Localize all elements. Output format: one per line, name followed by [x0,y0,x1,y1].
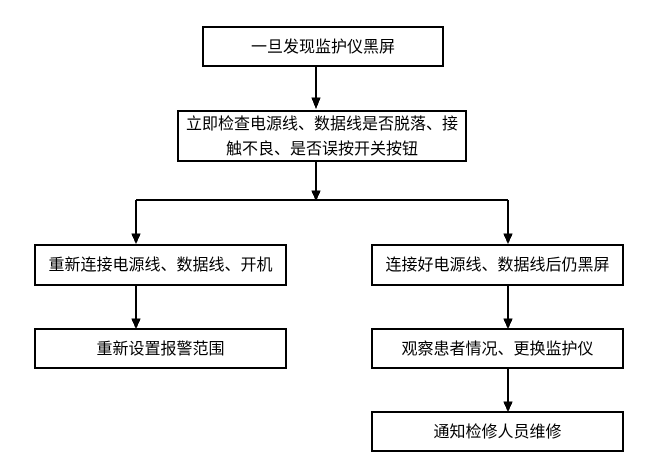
flow-node-reset-alarm: 重新设置报警范围 [34,328,287,369]
split-connector [131,199,513,245]
flow-node-start-label: 一旦发现监护仪黑屏 [250,36,395,56]
flow-node-reconnect-label: 重新连接电源线、数据线、开机 [48,255,273,274]
flow-node-still-black: 连接好电源线、数据线后仍黑屏 [371,244,624,286]
arrow-reconnect-to-reset-alarm [131,286,141,330]
flow-node-reset-alarm-label: 重新设置报警范围 [96,338,225,358]
flow-node-still-black-label: 连接好电源线、数据线后仍黑屏 [385,255,610,274]
flow-node-check-label: 立即检查电源线、数据线是否脱落、接触不良、是否误按开关按钮 [185,114,458,158]
flow-node-observe-replace-label: 观察患者情况、更换监护仪 [401,338,594,358]
flow-node-start: 一旦发现监护仪黑屏 [202,26,444,67]
flow-node-notify-repair-label: 通知检修人员维修 [433,421,562,441]
flow-node-notify-repair: 通知检修人员维修 [371,411,624,452]
arrow-observe-to-notify [503,369,513,413]
arrow-still-black-to-observe [503,286,513,330]
arrow-start-to-check [311,67,321,110]
flow-node-observe-replace: 观察患者情况、更换监护仪 [371,328,624,369]
arrow-check-to-split [311,162,321,202]
flow-node-reconnect: 重新连接电源线、数据线、开机 [34,244,287,286]
flow-node-check: 立即检查电源线、数据线是否脱落、接触不良、是否误按开关按钮 [177,110,467,162]
